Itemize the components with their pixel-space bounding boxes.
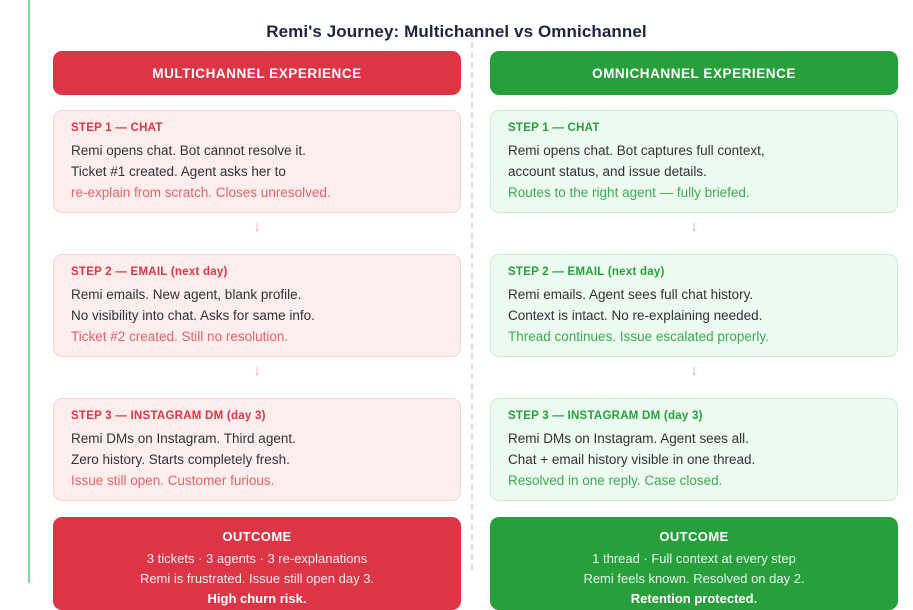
step-line: Remi opens chat. Bot captures full conte…	[508, 143, 765, 158]
outcome-title: OUTCOME	[659, 529, 729, 544]
outcome-line: Remi feels known. Resolved on day 2.	[583, 571, 805, 586]
step-line: Chat + email history visible in one thre…	[508, 452, 756, 467]
step-card-multichannel-3[interactable]: STEP 3 — INSTAGRAM DM (day 3) Remi DMs o…	[53, 398, 461, 501]
step-line: No visibility into chat. Asks for same i…	[71, 308, 315, 323]
column-header-label: MULTICHANNEL EXPERIENCE	[152, 65, 362, 81]
step-accent-line: Resolved in one reply. Case closed.	[508, 473, 723, 488]
step-accent-line: Thread continues. Issue escalated proper…	[508, 329, 769, 344]
step-card-multichannel-1[interactable]: STEP 1 — CHAT Remi opens chat. Bot canno…	[53, 110, 461, 213]
step-card-omnichannel-3[interactable]: STEP 3 — INSTAGRAM DM (day 3) Remi DMs o…	[490, 398, 898, 501]
journey-comparison-diagram: Remi's Journey: Multichannel vs Omnichan…	[28, 0, 898, 610]
outcome-line: 1 thread · Full context at every step	[592, 551, 796, 566]
step-label: STEP 1 — CHAT	[508, 122, 600, 134]
step-line: account status, and issue details.	[508, 164, 707, 179]
step-line: Remi opens chat. Bot cannot resolve it.	[71, 143, 306, 158]
step-label: STEP 2 — EMAIL (next day)	[71, 266, 228, 278]
left-rail-accent	[28, 0, 30, 583]
outcome-line: 3 tickets · 3 agents · 3 re-explanations	[146, 551, 368, 566]
step-line: Zero history. Starts completely fresh.	[71, 452, 290, 467]
column-header-multichannel[interactable]: MULTICHANNEL EXPERIENCE	[53, 51, 461, 95]
column-header-label: OMNICHANNEL EXPERIENCE	[592, 65, 796, 81]
step-label: STEP 1 — CHAT	[71, 122, 163, 134]
down-arrow-icon: ↓	[253, 217, 261, 235]
step-line: Remi DMs on Instagram. Agent sees all.	[508, 431, 749, 446]
outcome-emphasis: High churn risk.	[207, 591, 307, 606]
step-line: Remi DMs on Instagram. Third agent.	[71, 431, 296, 446]
down-arrow-icon: ↓	[690, 361, 698, 379]
column-multichannel: MULTICHANNEL EXPERIENCE STEP 1 — CHAT Re…	[53, 51, 461, 610]
step-line: Remi emails. New agent, blank profile.	[71, 287, 302, 302]
outcome-card-omnichannel[interactable]: OUTCOME 1 thread · Full context at every…	[490, 517, 898, 610]
step-accent-line: Ticket #2 created. Still no resolution.	[71, 329, 289, 344]
outcome-emphasis: Retention protected.	[630, 591, 758, 606]
step-label: STEP 3 — INSTAGRAM DM (day 3)	[508, 410, 703, 422]
step-accent-line: re-explain from scratch. Closes unresolv…	[71, 185, 331, 200]
outcome-card-multichannel[interactable]: OUTCOME 3 tickets · 3 agents · 3 re-expl…	[53, 517, 461, 610]
step-label: STEP 3 — INSTAGRAM DM (day 3)	[71, 410, 266, 422]
column-header-omnichannel[interactable]: OMNICHANNEL EXPERIENCE	[490, 51, 898, 95]
step-label: STEP 2 — EMAIL (next day)	[508, 266, 665, 278]
column-omnichannel: OMNICHANNEL EXPERIENCE STEP 1 — CHAT Rem…	[490, 51, 898, 610]
step-accent-line: Issue still open. Customer furious.	[71, 473, 275, 488]
step-line: Remi emails. Agent sees full chat histor…	[508, 287, 754, 302]
step-card-omnichannel-2[interactable]: STEP 2 — EMAIL (next day) Remi emails. A…	[490, 254, 898, 357]
step-line: Ticket #1 created. Agent asks her to	[71, 164, 286, 179]
step-accent-line: Routes to the right agent — fully briefe…	[508, 185, 750, 200]
step-card-omnichannel-1[interactable]: STEP 1 — CHAT Remi opens chat. Bot captu…	[490, 110, 898, 213]
column-divider	[471, 42, 473, 570]
outcome-line: Remi is frustrated. Issue still open day…	[139, 571, 375, 586]
down-arrow-icon: ↓	[690, 217, 698, 235]
outcome-title: OUTCOME	[222, 529, 292, 544]
step-line: Context is intact. No re-explaining need…	[508, 308, 763, 323]
down-arrow-icon: ↓	[253, 361, 261, 379]
page-title: Remi's Journey: Multichannel vs Omnichan…	[266, 22, 647, 42]
step-card-multichannel-2[interactable]: STEP 2 — EMAIL (next day) Remi emails. N…	[53, 254, 461, 357]
